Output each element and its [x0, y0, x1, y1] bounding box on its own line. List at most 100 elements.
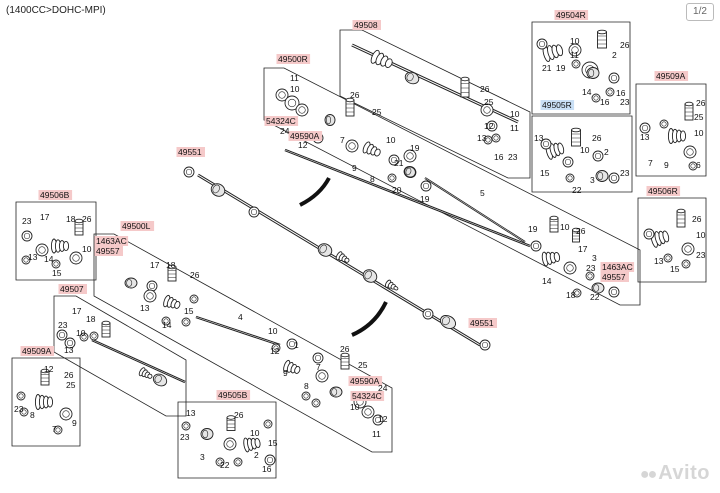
ring-inner — [55, 427, 61, 433]
cylinder-77 — [167, 264, 177, 282]
part-code-highlight — [176, 147, 205, 157]
callout-text: 14 — [582, 87, 592, 97]
callout-number-127: 10 — [250, 428, 260, 438]
cv-face — [126, 279, 133, 287]
ring-outer — [64, 337, 76, 349]
ring-inner — [566, 264, 574, 272]
ring-inner — [364, 408, 372, 416]
boot-30 — [545, 142, 565, 160]
callout-number-63: 25 — [694, 112, 704, 122]
part-code-highlight — [554, 10, 589, 20]
ring-inner — [287, 98, 297, 108]
cyl-cap — [226, 415, 236, 420]
callout-number-65: 10 — [694, 128, 704, 138]
cut-band-bottom — [351, 301, 388, 337]
ring-inner — [593, 95, 599, 101]
joint-11 — [586, 67, 600, 79]
callout-text: 26 — [64, 370, 74, 380]
callout-text: 26 — [190, 270, 200, 280]
callout-number-76: 19 — [528, 224, 538, 234]
callout-number-106: 24 — [378, 383, 388, 393]
callout-number-29: 10 — [570, 36, 580, 46]
ring-inner — [185, 168, 193, 176]
callout-text: 20 — [392, 185, 402, 195]
ring-47 — [681, 242, 695, 256]
ring-2 — [480, 103, 494, 117]
callout-text: 13 — [64, 345, 74, 355]
callout-number-79: 3 — [592, 253, 597, 263]
part-code-text: 49508 — [354, 20, 378, 30]
ring-71 — [21, 230, 33, 242]
callout-text: 10 — [290, 84, 300, 94]
boot-fold — [555, 44, 564, 57]
callout-text: 10 — [82, 244, 92, 254]
ring-114 — [263, 419, 273, 429]
callout-number-27: 12 — [484, 121, 494, 131]
part-code-text: 49551 — [178, 147, 202, 157]
callout-text: 10 — [250, 428, 260, 438]
cyl-cap — [40, 368, 50, 374]
callout-number-102: 8 — [304, 381, 309, 391]
ring-outer — [146, 280, 158, 292]
callout-number-88: 14 — [44, 254, 54, 264]
ring-outer — [161, 316, 171, 326]
callout-text: 26 — [340, 344, 350, 354]
page-indicator[interactable]: 1/2 — [686, 3, 714, 21]
part-code-highlight — [352, 20, 381, 30]
callout-text: 14 — [44, 254, 54, 264]
ring-outer — [275, 88, 289, 102]
ring-inner — [564, 158, 572, 166]
ring-outer — [21, 255, 31, 265]
ring-outer — [79, 332, 89, 342]
ring-inner — [250, 208, 258, 216]
callout-number-42: 12 — [298, 140, 308, 150]
callout-number-78: 17 — [578, 244, 588, 254]
callout-text: 25 — [372, 107, 382, 117]
callout-number-44: 9 — [352, 163, 357, 173]
part-code-18: 49590A — [348, 376, 383, 386]
ring-inner — [313, 400, 319, 406]
callout-text: 21 — [394, 158, 404, 168]
ring-inner — [81, 334, 87, 340]
callout-number-100: 1 — [294, 340, 299, 350]
ring-inner — [217, 459, 223, 465]
part-code-highlight — [350, 391, 385, 401]
callout-number-66: 7 — [648, 158, 653, 168]
box-49504R — [531, 21, 631, 115]
ring-inner — [422, 182, 430, 190]
boot-fold — [147, 373, 153, 379]
callout-text: 6 — [696, 160, 701, 170]
ring-inner — [183, 319, 189, 325]
cylinder-1 — [460, 76, 470, 98]
callout-number-60: 22 — [572, 185, 582, 195]
shaft-49500L-inner — [195, 316, 281, 346]
ring-outer — [21, 230, 33, 242]
callout-text: 26 — [692, 214, 702, 224]
group-boxes — [11, 21, 707, 479]
part-code-highlight — [348, 376, 383, 386]
ring-115 — [264, 454, 276, 466]
ring-4 — [491, 133, 501, 143]
ring-outer — [315, 369, 329, 383]
cv-face — [319, 244, 327, 254]
joint-76 — [124, 277, 138, 289]
ring-56 — [608, 286, 620, 298]
callout-number-85: 18 — [66, 214, 76, 224]
part-code-text: 49500R — [278, 54, 308, 64]
shaft-center-inner — [424, 177, 526, 243]
ring-15 — [605, 87, 615, 97]
part-code-17: 49509A — [20, 346, 55, 356]
ring-inner — [288, 340, 296, 348]
cv-face — [406, 73, 414, 82]
callout-number-45: 8 — [370, 174, 375, 184]
ring-108 — [53, 425, 63, 435]
callout-text: 18 — [166, 260, 176, 270]
ring-outer — [312, 352, 324, 364]
callout-number-53: 26 — [350, 90, 360, 100]
callout-number-22: 25 — [484, 97, 494, 107]
boot-fold — [662, 230, 670, 243]
ring-25 — [388, 154, 400, 166]
ring-outer — [659, 119, 669, 129]
part-code-highlight — [94, 236, 129, 246]
box-49509A-top — [635, 83, 707, 177]
